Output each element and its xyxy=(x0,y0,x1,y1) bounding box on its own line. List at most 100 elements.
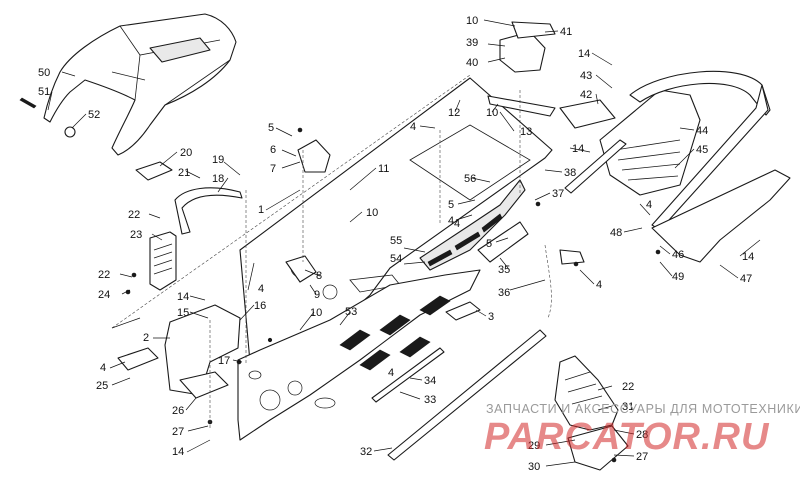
callout-10c: 10 xyxy=(310,307,322,319)
callout-31: 31 xyxy=(622,401,634,413)
callout-4f: 4 xyxy=(388,367,394,379)
flap-44-part xyxy=(599,89,701,196)
callout-7: 7 xyxy=(270,163,276,175)
callout-24: 24 xyxy=(98,289,110,301)
callout-28: 28 xyxy=(636,429,648,441)
tunnel-part xyxy=(239,77,553,363)
callout-26: 26 xyxy=(172,405,184,417)
callout-51: 51 xyxy=(38,86,50,98)
fastener-markers xyxy=(125,127,661,463)
callout-48: 48 xyxy=(610,227,622,239)
callout-18: 18 xyxy=(212,173,224,185)
callout-4c: 4 xyxy=(410,121,416,133)
callout-4g: 4 xyxy=(646,199,652,211)
callout-4a: 4 xyxy=(100,362,106,374)
callout-5c: 5 xyxy=(486,238,492,250)
callout-47: 47 xyxy=(740,273,752,285)
callout-37: 37 xyxy=(552,188,564,200)
rail-34-part xyxy=(371,347,445,403)
callout-53: 53 xyxy=(345,306,357,318)
callout-1: 1 xyxy=(258,204,264,216)
callout-17: 17 xyxy=(218,355,230,367)
chain-36-part xyxy=(544,244,552,319)
vent-23-part xyxy=(149,231,177,291)
plate-26-part xyxy=(179,371,229,399)
bracket-18-part xyxy=(174,187,243,235)
callout-54: 54 xyxy=(390,253,402,265)
bracket-35-part xyxy=(477,221,529,263)
callout-22b: 22 xyxy=(98,269,110,281)
callout-39: 39 xyxy=(466,37,478,49)
callout-34: 34 xyxy=(424,375,436,387)
mount-42-part xyxy=(559,99,616,129)
callout-12: 12 xyxy=(448,107,460,119)
bracket-7-part xyxy=(297,139,331,173)
callout-10a: 10 xyxy=(486,107,498,119)
callout-14d: 14 xyxy=(578,48,590,60)
footrest-ribs xyxy=(564,371,603,405)
callout-14a: 14 xyxy=(177,291,189,303)
callout-10d: 10 xyxy=(466,15,478,27)
callout-33: 33 xyxy=(424,394,436,406)
callout-8: 8 xyxy=(316,270,322,282)
seat-bushing-part xyxy=(64,126,76,138)
callout-52: 52 xyxy=(88,109,100,121)
callout-14c: 14 xyxy=(572,143,584,155)
guide-lines xyxy=(111,74,521,430)
callout-35: 35 xyxy=(498,264,510,276)
callout-11: 11 xyxy=(378,163,389,175)
watermark-caption: ЗАПЧАСТИ И АКСЕССУАРЫ ДЛЯ МОТОТЕХНИКИ xyxy=(486,402,800,416)
callout-14b: 14 xyxy=(172,446,184,458)
callout-45: 45 xyxy=(696,144,708,156)
callout-19: 19 xyxy=(212,154,224,166)
brace-13-part xyxy=(487,95,556,117)
callout-40: 40 xyxy=(466,57,478,69)
plate-3-part xyxy=(445,301,481,321)
callout-3: 3 xyxy=(488,311,494,323)
callout-20: 20 xyxy=(180,147,192,159)
callout-41: 41 xyxy=(560,26,572,38)
callout-15: 15 xyxy=(177,307,189,319)
callout-13: 13 xyxy=(520,126,532,138)
callout-27a: 27 xyxy=(172,426,184,438)
callout-42: 42 xyxy=(580,89,592,101)
callout-55: 55 xyxy=(390,235,402,247)
callout-22c: 22 xyxy=(622,381,634,393)
callout-labels: 50 51 52 20 21 19 18 22 23 22 24 14 15 2… xyxy=(38,15,754,473)
callout-30: 30 xyxy=(528,461,540,473)
callout-4e: 4 xyxy=(596,279,602,291)
callout-5b: 5 xyxy=(448,199,454,211)
watermark: ЗАПЧАСТИ И АКСЕССУАРЫ ДЛЯ МОТОТЕХНИКИ PA… xyxy=(478,400,800,480)
callout-16: 16 xyxy=(254,300,266,312)
seat-bolt-part xyxy=(19,97,37,109)
callout-44: 44 xyxy=(696,125,708,137)
callout-10b: 10 xyxy=(366,207,378,219)
callout-2: 2 xyxy=(143,332,149,344)
leader-lines xyxy=(47,19,761,467)
callout-6: 6 xyxy=(270,144,276,156)
callout-27b: 27 xyxy=(636,451,648,463)
callout-43: 43 xyxy=(580,70,592,82)
callout-49: 49 xyxy=(672,271,684,283)
callout-21: 21 xyxy=(178,167,190,179)
callout-5a: 5 xyxy=(268,122,274,134)
board-47-part xyxy=(651,169,791,263)
plate-36-part xyxy=(559,249,585,265)
callout-4h: 4 xyxy=(454,218,460,230)
cover-41-part xyxy=(511,21,556,39)
footrest-29-part xyxy=(554,355,619,431)
callout-9: 9 xyxy=(314,289,320,301)
callout-38: 38 xyxy=(564,167,576,179)
callout-14e: 14 xyxy=(742,251,754,263)
callout-29: 29 xyxy=(528,440,540,452)
callout-32: 32 xyxy=(360,446,372,458)
watermark-logo: PARCATOR.RU xyxy=(484,416,770,458)
cover-8-part xyxy=(285,255,317,283)
callout-22a: 22 xyxy=(128,209,140,221)
callout-4b: 4 xyxy=(258,283,264,295)
callout-4d: 4 xyxy=(448,215,454,227)
callout-56: 56 xyxy=(464,173,476,185)
bumper-45-part xyxy=(629,70,771,116)
callout-25: 25 xyxy=(96,380,108,392)
